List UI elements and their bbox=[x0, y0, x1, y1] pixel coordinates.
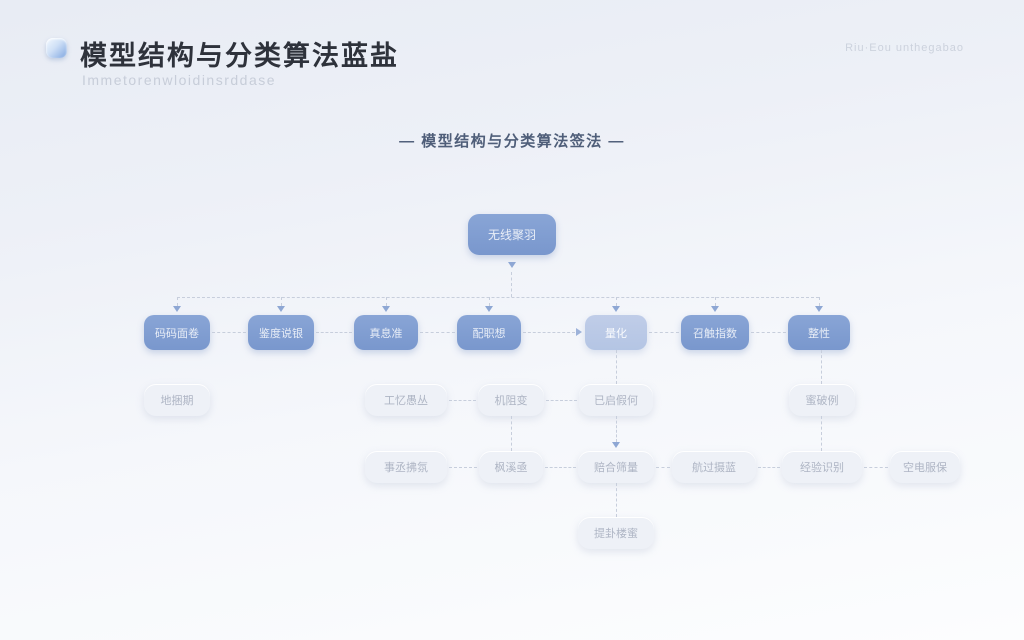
flowchart-root-node: 无线聚羽 bbox=[468, 214, 556, 255]
flowchart-subnode: 已启假何 bbox=[579, 384, 653, 416]
connector-line bbox=[420, 332, 455, 333]
arrow-down-icon bbox=[382, 306, 390, 312]
arrow-down-icon bbox=[485, 306, 493, 312]
flowchart-node: 码码面卷 bbox=[144, 315, 210, 350]
connector-line bbox=[715, 297, 716, 306]
flowchart-node: 配职想 bbox=[457, 315, 521, 350]
app-logo-icon bbox=[46, 38, 67, 58]
connector-line bbox=[212, 332, 246, 333]
flowchart-subnode: 机阻变 bbox=[478, 384, 544, 416]
flowchart-subnode: 事丞拂氛 bbox=[365, 451, 447, 483]
page-title: 模型结构与分类算法蓝盐 bbox=[80, 41, 399, 71]
connector-line bbox=[449, 400, 476, 401]
flowchart-node: 召触指数 bbox=[681, 315, 749, 350]
connector-line bbox=[546, 400, 577, 401]
arrow-down-icon bbox=[815, 306, 823, 312]
connector-line bbox=[751, 332, 786, 333]
flowchart-subnode: 地捆期 bbox=[144, 384, 210, 416]
flowchart-node: 真息准 bbox=[354, 315, 418, 350]
connector-line bbox=[821, 350, 822, 384]
connector-line bbox=[821, 416, 822, 451]
connector-line bbox=[819, 297, 820, 306]
header-caption: Riu·Eou unthegabao bbox=[845, 42, 964, 54]
connector-line bbox=[616, 416, 617, 442]
connector-line bbox=[616, 350, 617, 384]
arrow-down-icon bbox=[612, 306, 620, 312]
connector-line bbox=[649, 332, 679, 333]
connector-line bbox=[177, 297, 178, 306]
connector-line bbox=[616, 483, 617, 517]
connector-line bbox=[523, 332, 575, 333]
flowchart-subnode: 工忆愚丛 bbox=[365, 384, 447, 416]
connector-line bbox=[386, 297, 387, 306]
arrow-down-icon bbox=[711, 306, 719, 312]
flowchart-node-highlighted: 量化 bbox=[585, 315, 647, 350]
connector-line bbox=[449, 467, 477, 468]
flowchart-subnode: 航过摄蓝 bbox=[672, 451, 756, 483]
connector-line bbox=[511, 416, 512, 451]
flowchart-subnode: 枫溪亟 bbox=[479, 451, 543, 483]
flowchart-subnode: 提卦楼蜜 bbox=[578, 517, 654, 549]
connector-line bbox=[177, 297, 819, 298]
flowchart-subnode: 经验识别 bbox=[782, 451, 862, 483]
connector-line bbox=[656, 467, 670, 468]
flowchart-subnode: 蜜破例 bbox=[789, 384, 855, 416]
flowchart-subnode: 空电服保 bbox=[890, 451, 960, 483]
flowchart-node: 整性 bbox=[788, 315, 850, 350]
connector-line bbox=[489, 297, 490, 306]
flowchart-node: 鉴度说银 bbox=[248, 315, 314, 350]
connector-line bbox=[511, 272, 512, 297]
connector-line bbox=[616, 297, 617, 306]
arrow-down-icon bbox=[508, 262, 516, 268]
page-subtitle: Immetorenwloidinsrddase bbox=[82, 72, 277, 88]
connector-line bbox=[545, 467, 576, 468]
arrow-down-icon bbox=[277, 306, 285, 312]
arrow-down-icon bbox=[612, 442, 620, 448]
arrow-down-icon bbox=[173, 306, 181, 312]
connector-line bbox=[316, 332, 352, 333]
flowchart-subnode: 赔合筛量 bbox=[578, 451, 654, 483]
diagram-title: — 模型结构与分类算法签法 — bbox=[399, 133, 625, 150]
connector-line bbox=[758, 467, 780, 468]
connector-line bbox=[864, 467, 888, 468]
arrow-right-icon bbox=[576, 328, 582, 336]
connector-line bbox=[281, 297, 282, 306]
